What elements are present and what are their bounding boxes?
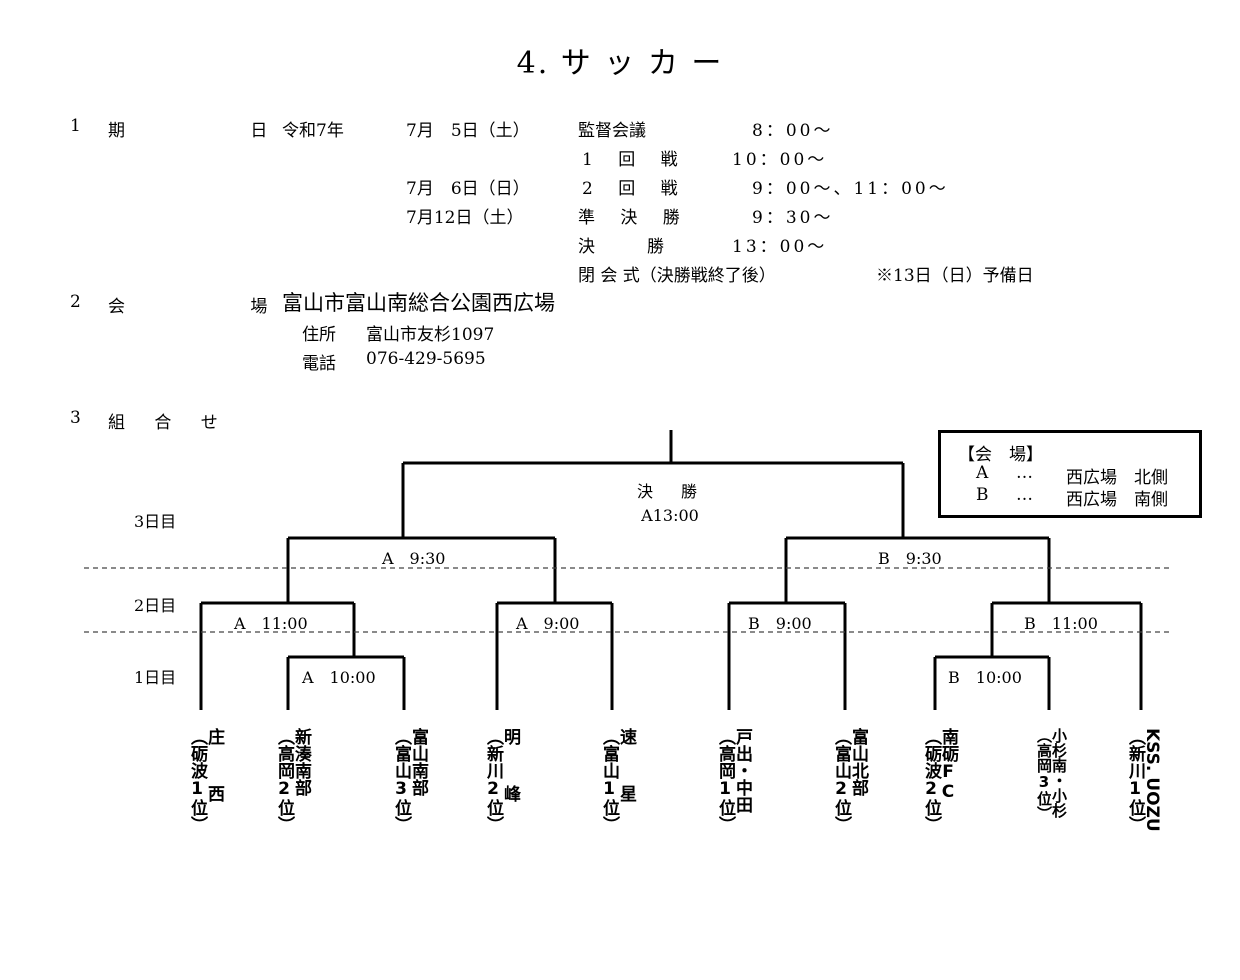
schedule-date: 7月 6日（日） bbox=[406, 179, 530, 199]
legend-dots: … bbox=[1016, 463, 1033, 483]
schedule-event: 監督会議 bbox=[578, 121, 646, 141]
venue-address-label: 住所 bbox=[302, 325, 336, 345]
venue-address: 富山市友杉1097 bbox=[366, 325, 495, 345]
first-right-time: B 10:00 bbox=[948, 668, 1022, 687]
legend-place: 西広場 北側 bbox=[1066, 468, 1168, 488]
team-5: 速星（富山1位） bbox=[599, 728, 636, 842]
schedule-time: 13：00～ bbox=[732, 237, 828, 257]
schedule-event: 2 回 戦 bbox=[582, 179, 688, 199]
legend-code: B bbox=[976, 485, 989, 505]
quarter-2-time: A 9:00 bbox=[516, 614, 580, 633]
quarter-1-time: A 11:00 bbox=[234, 614, 308, 633]
legend-code: A bbox=[976, 463, 989, 483]
team-6: 戸出・中田（高岡1位） bbox=[715, 728, 752, 833]
venue-legend bbox=[938, 430, 1202, 518]
quarter-3-time: B 9:00 bbox=[748, 614, 812, 633]
team-2: 新湊南部（高岡2位） bbox=[274, 728, 311, 833]
team-7: 富山北部（富山2位） bbox=[831, 728, 868, 833]
day-label-1: 1日目 bbox=[134, 668, 177, 687]
schedule-event: 準 決 勝 bbox=[578, 208, 690, 228]
schedule-date: 7月 5日（土） bbox=[406, 121, 530, 141]
first-left-time: A 10:00 bbox=[302, 668, 376, 687]
day-label-2: 2日目 bbox=[134, 596, 177, 615]
semi-right-time: B 9:30 bbox=[878, 549, 942, 568]
team-3: 富山南部（富山3位） bbox=[391, 728, 428, 833]
schedule-event: 1 回 戦 bbox=[582, 150, 688, 170]
schedule-time: 10：00～ bbox=[732, 150, 828, 170]
team-9: 小杉南・小杉（高岡3位） bbox=[1035, 728, 1068, 821]
venue-phone-label: 電話 bbox=[302, 354, 336, 374]
team-8: 南砺FC（砺波2位） bbox=[921, 728, 958, 833]
venue-label: 会 場 bbox=[108, 297, 328, 317]
venue-label-num: 2 bbox=[70, 292, 81, 312]
venue-name: 富山市富山南総合公園西広場 bbox=[282, 291, 555, 315]
schedule-time: 9：00～、11：00～ bbox=[752, 179, 949, 199]
schedule-reserve-day: ※13日（日）予備日 bbox=[876, 266, 1034, 286]
venue-phone: 076-429-5695 bbox=[366, 349, 486, 369]
bracket-label-num: 3 bbox=[70, 408, 81, 428]
schedule-time: 8：00～ bbox=[752, 121, 834, 141]
schedule-event: 決 勝 bbox=[578, 237, 670, 257]
team-1: 庄西（砺波1位） bbox=[187, 728, 224, 842]
quarter-4-time: B 11:00 bbox=[1024, 614, 1098, 633]
day-label-3: 3日目 bbox=[134, 512, 177, 531]
final-time: A13:00 bbox=[641, 506, 699, 525]
team-10: KSS. UOZU（新川1位） bbox=[1125, 728, 1162, 833]
schedule-date: 7月12日（土） bbox=[406, 208, 524, 228]
schedule-label-num: 1 bbox=[70, 116, 81, 136]
final-label: 決 勝 bbox=[636, 482, 703, 501]
semi-left-time: A 9:30 bbox=[382, 549, 446, 568]
page-title: 4. サ ッ カ ー bbox=[516, 46, 724, 81]
team-4: 明峰（新川2位） bbox=[483, 728, 520, 842]
schedule-time: 9：30～ bbox=[752, 208, 834, 228]
schedule-era: 令和7年 bbox=[282, 121, 344, 141]
schedule-event: 閉 会 式（決勝戦終了後） bbox=[578, 266, 776, 286]
legend-title: 【会 場】 bbox=[958, 445, 1043, 465]
legend-place: 西広場 南側 bbox=[1066, 490, 1168, 510]
bracket-label: 組 合 せ bbox=[108, 413, 230, 433]
legend-dots: … bbox=[1016, 485, 1033, 505]
